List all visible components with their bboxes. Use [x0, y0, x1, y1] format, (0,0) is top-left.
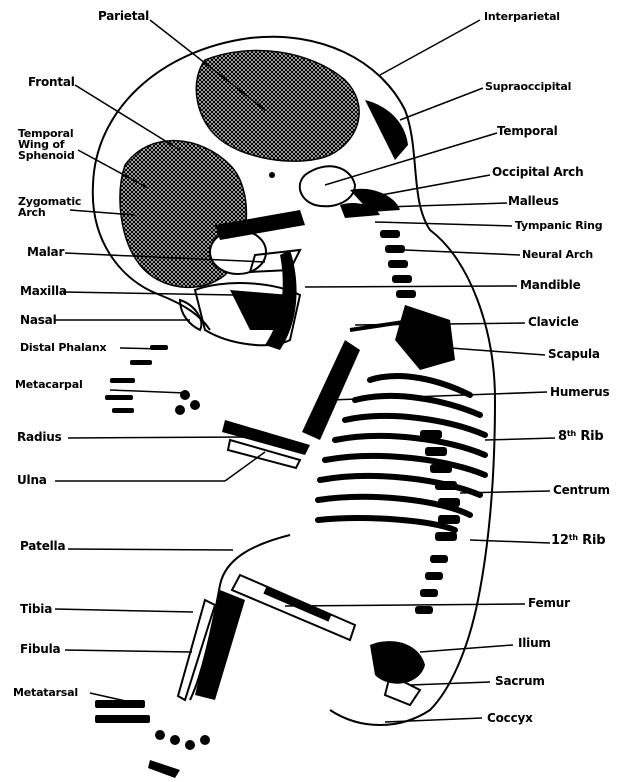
parietal-dot: [269, 172, 275, 178]
label-malar: Malar: [27, 246, 64, 259]
label-tympanic-ring: Tympanic Ring: [515, 219, 602, 232]
label-8th-rib-number: 8: [558, 429, 567, 444]
foot-bones: [95, 700, 210, 778]
label-supraoccipital: Supraoccipital: [485, 80, 571, 93]
label-clavicle: Clavicle: [528, 316, 579, 329]
label-metatarsal: Metatarsal: [13, 686, 78, 699]
ilium-bone: [370, 641, 425, 684]
parietal-bone: [196, 50, 359, 161]
scapula-bone: [395, 305, 455, 370]
label-mandible: Mandible: [520, 279, 581, 292]
label-ulna: Ulna: [17, 474, 47, 487]
label-coccyx: Coccyx: [487, 712, 533, 725]
label-radius: Radius: [17, 431, 62, 444]
label-frontal: Frontal: [28, 76, 75, 89]
label-8th-rib-word: Rib: [580, 429, 603, 444]
label-parietal: Parietal: [98, 10, 149, 23]
label-femur: Femur: [528, 597, 570, 610]
temporal-bone: [300, 166, 355, 206]
femur-shaft: [265, 590, 330, 618]
label-malleus: Malleus: [508, 195, 559, 208]
femur-bone: [232, 575, 355, 640]
label-distal-phalanx: Distal Phalanx: [20, 341, 106, 354]
label-centrum: Centrum: [553, 484, 610, 497]
label-sacrum: Sacrum: [495, 675, 545, 688]
label-12th-rib-suffix: th: [569, 533, 578, 542]
humerus-bone: [302, 340, 360, 440]
label-interparietal: Interparietal: [484, 10, 560, 23]
label-occipital-arch: Occipital Arch: [492, 166, 583, 179]
label-12th-rib-number: 12: [551, 533, 569, 548]
label-fibula: Fibula: [20, 643, 60, 656]
label-ilium: Ilium: [518, 637, 551, 650]
label-neural-arch: Neural Arch: [522, 248, 593, 261]
label-maxilla: Maxilla: [20, 285, 67, 298]
label-zygomatic-arch: Zygomatic Arch: [18, 196, 80, 218]
hand-bones: [105, 345, 200, 415]
supraoccipital-bone: [365, 100, 408, 160]
label-scapula: Scapula: [548, 348, 600, 361]
label-temporal-wing-sphenoid: Temporal Wing of Sphenoid: [18, 128, 80, 161]
label-12th-rib-word: Rib: [582, 533, 605, 548]
label-12th-rib: 12th Rib: [551, 534, 605, 547]
label-tibia: Tibia: [20, 603, 52, 616]
label-temporal: Temporal: [497, 125, 558, 138]
label-patella: Patella: [20, 540, 65, 553]
label-nasal: Nasal: [20, 314, 57, 327]
label-humerus: Humerus: [550, 386, 609, 399]
label-metacarpal: Metacarpal: [15, 378, 83, 391]
label-8th-rib: 8th Rib: [558, 430, 604, 443]
label-8th-rib-suffix: th: [567, 429, 576, 438]
